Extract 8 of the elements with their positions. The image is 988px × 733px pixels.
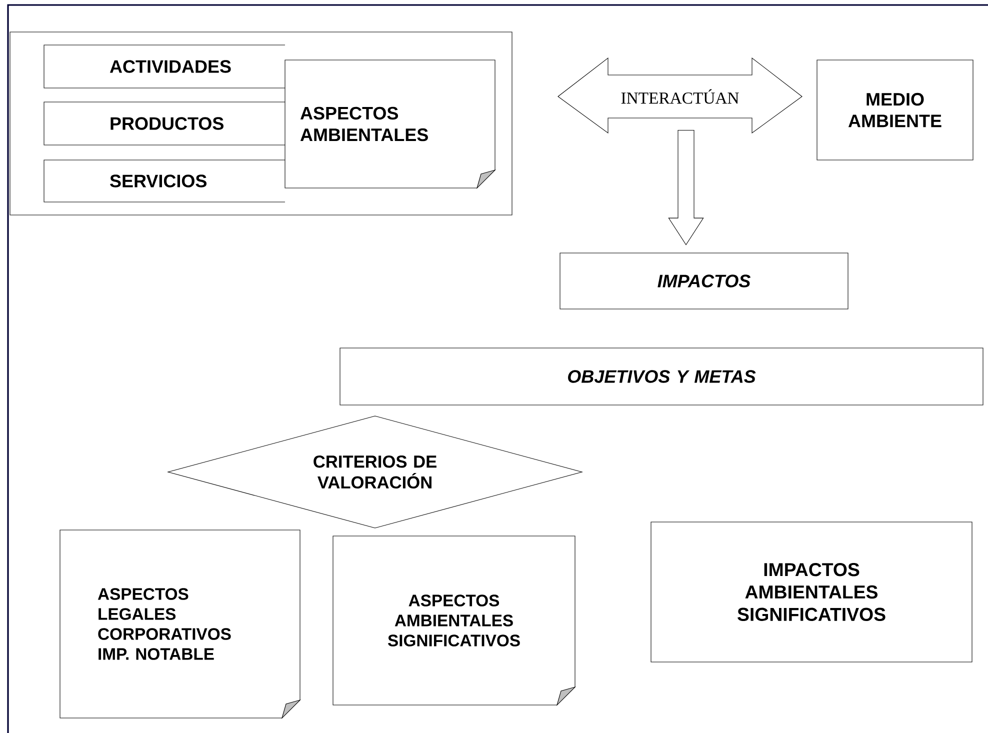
- process-box: MEDIO AMBIENTE: [816, 60, 974, 160]
- process-box: OBJETIVOS Y METAS: [340, 348, 984, 406]
- process-box: IMPACTOS: [560, 252, 848, 310]
- process-box: PRODUCTOS: [44, 102, 286, 146]
- process-box: SERVICIOS: [44, 160, 286, 202]
- block-arrow: [668, 130, 704, 246]
- process-box: IMPACTOS AMBIENTALES SIGNIFICATIVOS: [650, 522, 972, 662]
- process-box: ACTIVIDADES: [44, 44, 286, 88]
